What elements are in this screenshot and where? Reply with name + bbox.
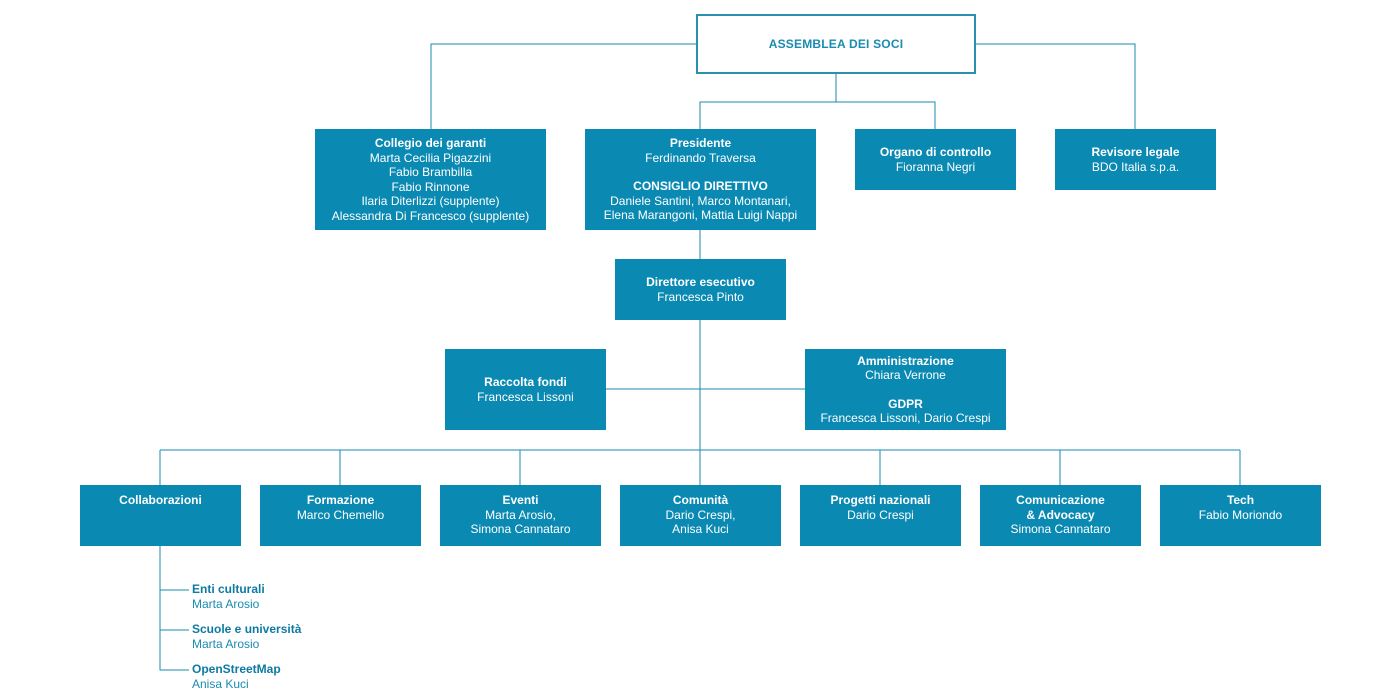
direttore-name: Francesca Pinto — [657, 289, 744, 304]
collegio-member: Alessandra Di Francesco (supplente) — [331, 208, 530, 223]
assemblea-dei-soci-box: ASSEMBLEA DEI SOCI — [696, 14, 976, 74]
department-title: Tech — [1226, 493, 1255, 507]
collegio-title: Collegio dei garanti — [374, 136, 487, 150]
consiglio-members: Elena Marangoni, Mattia Luigi Nappi — [603, 208, 798, 223]
collegio-member: Fabio Brambilla — [388, 165, 473, 179]
collab-sub-name: Marta Arosio — [192, 597, 260, 611]
department-box-comunicazione: Comunicazione & Advocacy Simona Cannatar… — [980, 485, 1141, 546]
consiglio-title: CONSIGLIO DIRETTIVO — [633, 179, 768, 194]
department-person: Marco Chemello — [296, 507, 385, 522]
department-person: Simona Cannataro — [470, 522, 571, 536]
collegio-member: Fabio Rinnone — [391, 179, 470, 194]
department-title: Comunità — [672, 493, 729, 507]
department-box-comunita: Comunità Dario Crespi, Anisa Kuci — [620, 485, 781, 546]
collab-sub-item: Scuole e università Marta Arosio — [192, 622, 301, 652]
amministrazione-title: Amministrazione — [857, 353, 954, 368]
direttore-esecutivo-box: Direttore esecutivo Francesca Pinto — [615, 259, 786, 320]
department-title: Formazione — [306, 493, 375, 507]
collegio-member: Ilaria Diterlizzi (supplente) — [361, 194, 500, 208]
department-box-progetti-nazionali: Progetti nazionali Dario Crespi — [800, 485, 961, 546]
collegio-garanti-box: Collegio dei garanti Marta Cecilia Pigaz… — [315, 129, 546, 230]
gdpr-title: GDPR — [888, 396, 923, 411]
department-title: Collaborazioni — [119, 493, 202, 507]
presidente-title: Presidente — [669, 136, 732, 151]
raccolta-name: Francesca Lissoni — [477, 389, 574, 404]
collab-sub-name: Marta Arosio — [192, 637, 260, 651]
organo-name: Fioranna Negri — [895, 159, 976, 174]
revisore-title: Revisore legale — [1091, 145, 1180, 159]
direttore-title: Direttore esecutivo — [646, 275, 755, 289]
department-box-eventi: Eventi Marta Arosio, Simona Cannataro — [440, 485, 601, 546]
organo-controllo-box: Organo di controllo Fioranna Negri — [855, 129, 1016, 190]
amministrazione-name: Chiara Verrone — [865, 368, 946, 382]
raccolta-title: Raccolta fondi — [484, 375, 567, 389]
connector-root-revisore — [976, 43, 1136, 129]
presidente-box: Presidente Ferdinando Traversa CONSIGLIO… — [585, 129, 816, 230]
collab-sub-item: OpenStreetMap Anisa Kuci — [192, 662, 281, 692]
collab-sub-title: Scuole e università — [192, 622, 302, 636]
organo-title: Organo di controllo — [879, 145, 992, 159]
department-person: Dario Crespi, — [665, 507, 736, 522]
gdpr-names: Francesca Lissoni, Dario Crespi — [820, 411, 991, 425]
raccolta-fondi-box: Raccolta fondi Francesca Lissoni — [445, 349, 606, 430]
collegio-member: Marta Cecilia Pigazzini — [369, 150, 492, 165]
assemblea-title: ASSEMBLEA DEI SOCI — [768, 37, 904, 51]
department-box-formazione: Formazione Marco Chemello — [260, 485, 421, 546]
department-person: Fabio Moriondo — [1198, 507, 1283, 522]
connector-collab-sub — [159, 546, 189, 671]
department-title: Comunicazione — [1016, 493, 1105, 507]
department-title: Progetti nazionali — [830, 493, 931, 507]
presidente-name: Ferdinando Traversa — [645, 150, 756, 165]
connector-presidente-organo — [699, 101, 936, 129]
department-box-collaborazioni: Collaborazioni — [80, 485, 241, 546]
department-person: Dario Crespi — [847, 507, 914, 522]
department-person: Simona Cannataro — [1010, 522, 1111, 536]
department-title: Eventi — [502, 493, 539, 507]
collab-sub-title: Enti culturali — [192, 582, 265, 596]
collab-sub-item: Enti culturali Marta Arosio — [192, 582, 265, 612]
collab-sub-title: OpenStreetMap — [192, 662, 281, 676]
department-person: Anisa Kuci — [672, 522, 729, 536]
connector-root-collegio — [430, 43, 696, 129]
collab-sub-name: Anisa Kuci — [192, 677, 249, 691]
department-box-tech: Tech Fabio Moriondo — [1160, 485, 1321, 546]
department-person: Marta Arosio, — [485, 507, 556, 522]
revisore-name: BDO Italia s.p.a. — [1091, 159, 1180, 174]
department-title: & Advocacy — [1026, 507, 1095, 522]
amministrazione-box: Amministrazione Chiara Verrone GDPR Fran… — [805, 349, 1006, 430]
revisore-legale-box: Revisore legale BDO Italia s.p.a. — [1055, 129, 1216, 190]
consiglio-members: Daniele Santini, Marco Montanari, — [610, 193, 791, 208]
